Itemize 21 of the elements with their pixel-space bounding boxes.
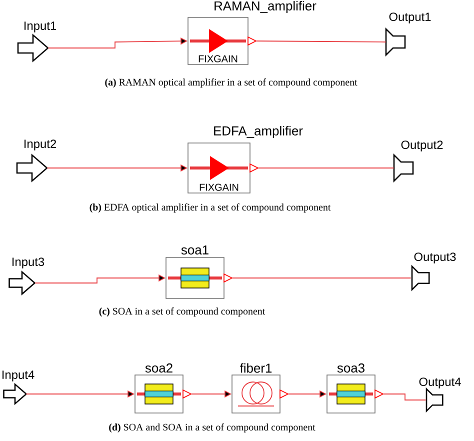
connector xyxy=(256,40,386,42)
component-label: soa2 xyxy=(145,363,172,373)
component-label: soa1 xyxy=(181,245,208,254)
port-label: Output2 xyxy=(401,140,443,152)
port-label: Input2 xyxy=(24,140,56,150)
component-label: RAMAN_amplifier xyxy=(214,0,316,14)
port-label: Output4 xyxy=(419,378,461,388)
figure-caption: (d) SOA and SOA in a set of compound component xyxy=(109,423,316,433)
port-label: Input3 xyxy=(12,258,44,268)
component-box: FIXGAIN xyxy=(188,17,258,65)
connector xyxy=(382,394,426,400)
figure-caption: (a) RAMAN optical amplifier in a set of compound component xyxy=(105,78,358,88)
port-label: Input1 xyxy=(24,22,56,32)
port-label: Output1 xyxy=(389,12,431,24)
component-box: FIXGAIN xyxy=(188,142,260,194)
port-label: Input4 xyxy=(2,370,34,382)
component-label: EDFA_amplifier xyxy=(214,126,303,138)
figure-caption: (b) EDFA optical amplifier in a set of compound component xyxy=(90,203,331,213)
component-label: soa3 xyxy=(337,363,364,373)
port-label: Output3 xyxy=(414,252,456,264)
component-label: fiber1 xyxy=(240,363,272,373)
